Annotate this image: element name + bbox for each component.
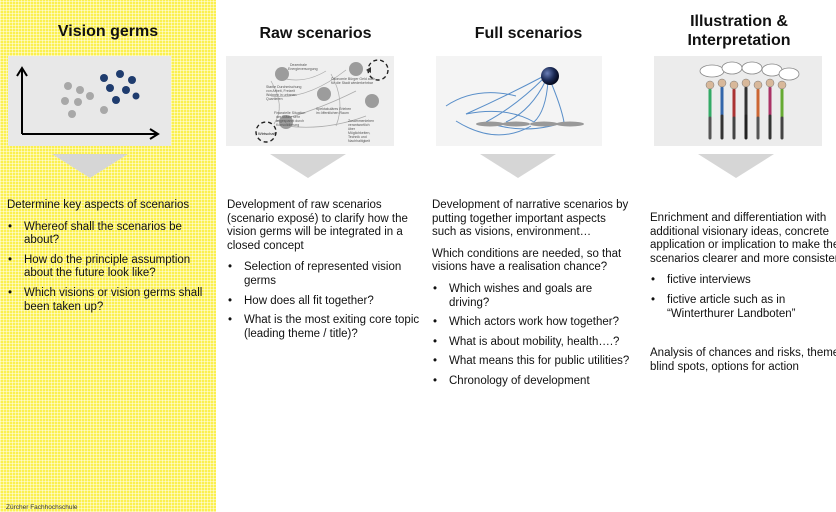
down-arrow-icon [480,154,556,178]
svg-text:Nachhaltigkeit: Nachhaltigkeit [348,139,370,143]
column-text: Development of raw scenarios (scenario e… [227,199,422,347]
people-illustration [654,56,822,146]
svg-text:Wohnen in urbanen: Wohnen in urbanen [266,93,297,97]
svg-text:Quartieren: Quartieren [266,97,283,101]
svg-text:über: über [348,127,356,131]
svg-text:Starke Durchmischung: Starke Durchmischung [266,85,301,89]
svg-text:Energieversorgung: Energieversorgung [288,67,318,71]
column-title: Raw scenarios [259,25,372,42]
down-arrow-icon [52,154,128,178]
list-item: fictive interviews [650,274,836,288]
scatter-illustration [8,56,171,146]
svg-text:Möglichkeiten,: Möglichkeiten, [348,131,370,135]
column-title: Full scenarios [474,25,583,42]
bullet-list: Which wishes and goals are driving? Whic… [432,283,632,389]
intro-text-2: Which conditions are needed, so that vis… [432,247,622,274]
column-text: Development of narrative scenarios by pu… [432,199,632,395]
svg-text:Finanzielle Situation: Finanzielle Situation [274,111,305,115]
svg-text:für die Stadt wiederkehrbar: für die Stadt wiederkehrbar [331,81,374,85]
svg-text:Spektakuläres Erleben: Spektakuläres Erleben [316,107,351,111]
list-item: Chronology of development [432,375,632,389]
svg-text:Ökonomie Bürger Geld auch: Ökonomie Bürger Geld auch [331,77,375,81]
down-arrow-icon [698,154,774,178]
list-item: Whereof shall the scenarios be about? [7,221,207,248]
outro-text: Analysis of chances and risks, theme, bl… [650,347,836,373]
column-vision-germs: Vision germs Determine key aspects of s [0,0,216,512]
list-item: fictive article such as in “Winterthurer… [650,294,836,321]
list-item: What is about mobility, health….? [432,336,632,350]
bullet-list: Selection of represented vision germs Ho… [227,261,422,341]
svg-text:von Arbeit, Freizeit: von Arbeit, Freizeit [266,89,295,93]
column-text: Determine key aspects of scenarios Where… [7,199,207,320]
column-title: Illustration & Interpretation [687,13,791,49]
column-raw-scenarios: Raw scenarios [218,0,423,512]
bullet-list: Whereof shall the scenarios be about? Ho… [7,221,207,315]
list-item: What is the most exiting core topic (lea… [227,314,422,341]
intro-text: Determine key aspects of scenarios [7,199,190,211]
intro-text: Development of raw scenarios (scenario e… [227,199,408,252]
list-item: Which visions or vision germs shall been… [7,287,207,314]
diagram-label: Wirtschaft [258,131,277,136]
list-item: Which actors work how together? [432,316,632,330]
column-full-scenarios: Full scenarios [428,0,633,512]
column-title: Vision germs [57,23,159,40]
list-item: How does all fit together? [227,295,422,309]
bullet-list: fictive interviews fictive article such … [650,274,836,321]
footer-text: Zürcher Fachhochschule [6,504,78,511]
svg-text:Konsolidierung: Konsolidierung [276,123,299,127]
svg-text:verantwortlich: verantwortlich [348,123,370,127]
svg-text:Dezentrale: Dezentrale [290,63,307,67]
intro-text: Enrichment and differentiation with addi… [650,212,836,265]
list-item: Selection of represented vision germs [227,261,422,288]
list-item: Which wishes and goals are driving? [432,283,632,310]
full-scenario-diagram [436,56,602,146]
column-text: Enrichment and differentiation with addi… [650,212,836,382]
svg-text:Zusammenleben: Zusammenleben [348,119,374,123]
raw-scenario-diagram: Dezentrale Energieversorgung Ökonomie Bü… [226,56,394,146]
list-item: What means this for public utilities? [432,355,632,369]
list-item: How do the principle assumption about th… [7,254,207,281]
column-illustration: Illustration & Interpretation [646,0,836,512]
down-arrow-icon [270,154,346,178]
intro-text: Development of narrative scenarios by pu… [432,199,629,239]
svg-text:der Städte sehr: der Städte sehr [276,115,301,119]
svg-text:angespannt durch: angespannt durch [276,119,304,123]
svg-text:im öffentlichen Raum: im öffentlichen Raum [316,111,349,115]
svg-text:Technik und: Technik und [348,135,367,139]
